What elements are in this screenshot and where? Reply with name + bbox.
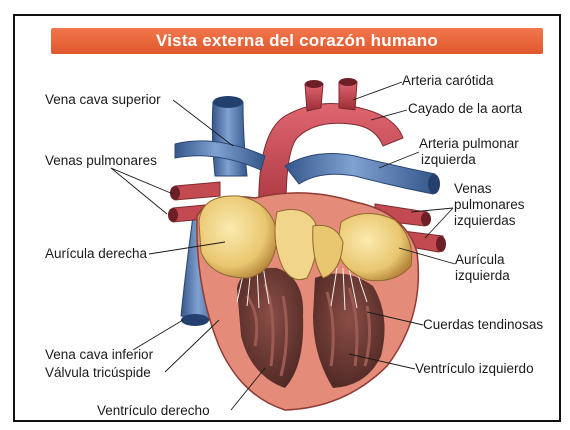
label-arteria-pulmonar-2: izquierda bbox=[421, 152, 476, 168]
label-ventriculo-derecho: Ventrículo derecho bbox=[97, 403, 210, 419]
label-vena-cava-superior: Vena cava superior bbox=[45, 92, 161, 108]
label-venas-izquierdas-1: Venas bbox=[454, 181, 492, 197]
label-venas-izquierdas-2: pulmonares bbox=[454, 197, 525, 213]
label-arteria-carotida: Arteria carótida bbox=[402, 73, 494, 89]
label-auricula-derecha: Aurícula derecha bbox=[45, 246, 147, 262]
label-auricula-izquierda-1: Aurícula bbox=[455, 252, 505, 268]
auricula-derecha bbox=[199, 196, 277, 278]
figure-frame: Vista externa del corazón humano bbox=[13, 14, 561, 422]
label-vena-cava-inferior: Vena cava inferior bbox=[45, 347, 153, 363]
label-auricula-izquierda-2: izquierda bbox=[455, 268, 510, 284]
label-venas-izquierdas-3: izquierdas bbox=[454, 213, 516, 229]
label-cuerdas-tendinosas: Cuerdas tendinosas bbox=[423, 317, 543, 333]
label-ventriculo-izquierdo: Ventrículo izquierdo bbox=[415, 361, 534, 377]
label-cayado-aorta: Cayado de la aorta bbox=[408, 101, 522, 117]
label-venas-pulmonares: Venas pulmonares bbox=[45, 153, 157, 169]
vena-cava-superior bbox=[212, 96, 247, 176]
label-arteria-pulmonar-1: Arteria pulmonar bbox=[419, 136, 519, 152]
label-valvula-tricuspide: Válvula tricúspide bbox=[45, 365, 151, 381]
